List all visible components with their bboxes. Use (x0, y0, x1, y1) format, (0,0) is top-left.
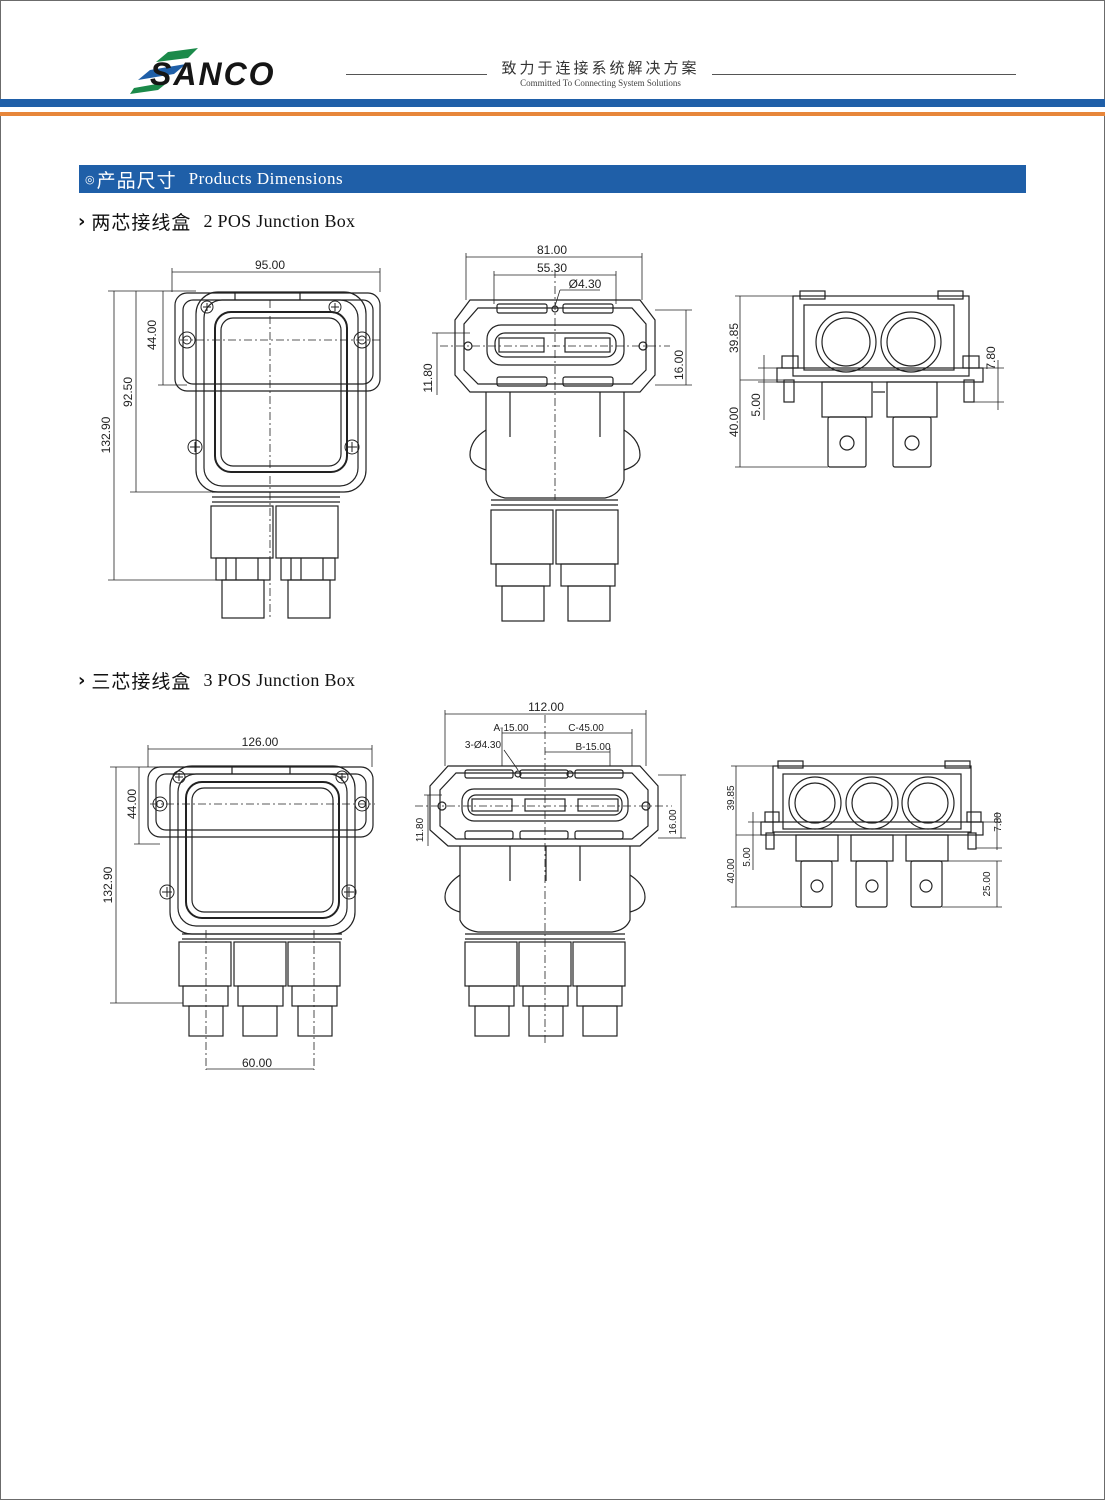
box3-bottom-view: 112.00 A-15.00 C-45.00 3-Ø4.30 B-15.00 1… (415, 700, 686, 1045)
dim-box2-side-bottom: 40.00 (727, 407, 741, 437)
header-band-gap (0, 107, 1105, 112)
dim-box3-side-bottom: 40.00 (726, 858, 737, 883)
dim-box2-front-height: 132.90 (99, 416, 113, 453)
section-title-bar: ◎ 产品尺寸 Products Dimensions (79, 165, 1026, 193)
dim-box2-bottom-hole: Ø4.30 (569, 277, 602, 291)
header-line-left (346, 74, 487, 75)
dim-box3-bottom-overall: 112.00 (528, 700, 564, 714)
sanco-logo-icon (130, 48, 198, 94)
dim-box2-front-pitch: 44.00 (145, 320, 159, 350)
dim-box3-side-terminal: 25.00 (982, 871, 993, 896)
dim-box3-front-pitch: 44.00 (125, 789, 139, 819)
box2-title-en: 2 POS Junction Box (203, 210, 356, 231)
dim-box2-bottom-pitch: 55.30 (537, 261, 567, 275)
dim-box2-bottom-overall: 81.00 (537, 243, 567, 257)
header-band-orange (0, 112, 1105, 116)
box2-front-view: 95.00 132.90 92.50 44.00 (99, 258, 381, 620)
dim-box3-bottom-a: A-15.00 (493, 723, 528, 734)
dim-box3-front-cable: 60.00 (242, 1056, 272, 1070)
box2-title: › 两芯接线盒 2 POS Junction Box (78, 208, 355, 234)
box3-side-view: 39.85 40.00 5.00 7.80 25.00 (726, 760, 1004, 908)
slogan: 致力于连接系统解决方案 Committed To Connecting Syst… (478, 58, 723, 88)
section-title-cn: 产品尺寸 (96, 169, 177, 192)
box2-side-view: 39.85 40.00 5.00 7.80 (727, 290, 1004, 468)
dim-box2-bottom-right: 16.00 (672, 350, 686, 380)
dim-box3-bottom-c: C-45.00 (568, 723, 604, 734)
dim-box3-bottom-b: B-15.00 (575, 742, 610, 753)
slogan-cn: 致力于连接系统解决方案 (501, 59, 700, 77)
dim-box3-front-width: 126.00 (242, 735, 279, 749)
dim-box2-side-pin: 7.80 (984, 346, 998, 370)
dim-box3-front-height: 132.90 (101, 866, 115, 903)
dim-box3-bottom-left: 11.80 (415, 817, 426, 842)
box3-title: › 三芯接线盒 3 POS Junction Box (78, 667, 355, 693)
logo-text: SANCO (150, 56, 276, 92)
dim-box3-bottom-right: 16.00 (668, 809, 679, 834)
slogan-en: Committed To Connecting System Solutions (520, 78, 681, 88)
header-line-right (712, 74, 1016, 75)
section-title-en: Products Dimensions (188, 169, 344, 188)
dim-box3-side-flange: 5.00 (742, 847, 753, 867)
box2-title-cn: 两芯接线盒 (91, 211, 192, 234)
dim-box2-front-width: 95.00 (255, 258, 285, 272)
dim-box2-side-flange: 5.00 (749, 393, 763, 417)
chevron-right-icon: › (78, 210, 86, 232)
section-mark: ◎ (85, 173, 95, 186)
dim-box3-side-pin: 7.80 (993, 812, 1004, 832)
box2-bottom-view: 81.00 55.30 Ø4.30 11.80 16.00 (421, 243, 692, 622)
box3-title-en: 3 POS Junction Box (203, 669, 356, 690)
dim-box2-bottom-left: 11.80 (421, 363, 435, 392)
header-band-blue (0, 99, 1105, 107)
dim-box3-side-top: 39.85 (726, 785, 737, 810)
box3-front-view: 126.00 132.90 44.00 60.00 (101, 735, 375, 1070)
dim-box3-bottom-holes: 3-Ø4.30 (465, 740, 502, 751)
dim-box2-front-body: 92.50 (121, 377, 135, 407)
chevron-right-icon: › (78, 669, 86, 691)
box3-title-cn: 三芯接线盒 (91, 670, 192, 693)
dim-box2-side-top: 39.85 (727, 323, 741, 353)
